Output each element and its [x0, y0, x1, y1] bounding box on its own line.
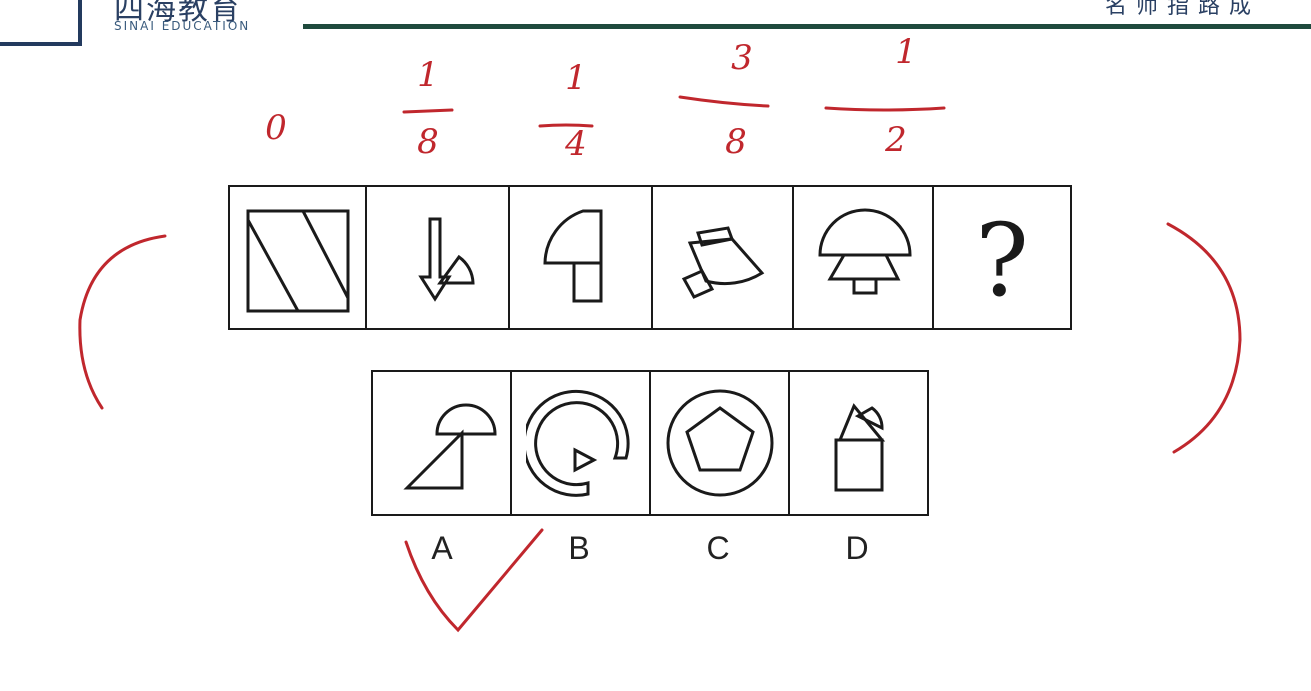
- fraction-bar-cell2: [402, 108, 454, 114]
- option-d-square-and-sector: [834, 403, 885, 492]
- figure-cell-6-unknown: ?: [934, 187, 1070, 328]
- option-c-circle-and-pentagon: [666, 389, 773, 497]
- option-b-ring-arc-and-triangle: [525, 389, 630, 497]
- option-label-b: B: [568, 530, 590, 566]
- option-label-a: A: [431, 530, 453, 566]
- option-a-triangle-and-semicircle: [402, 403, 497, 490]
- annotation-cell3-denominator: 4: [565, 124, 587, 164]
- answer-option-strip: [371, 370, 929, 516]
- figure-1-square-with-diagonals: [246, 209, 349, 312]
- option-c[interactable]: [651, 372, 790, 514]
- fraction-bar-cell3: [538, 123, 594, 128]
- logo-text-cn: 四海教育: [114, 0, 242, 27]
- figure-cell-4: [653, 187, 794, 328]
- figure-2-arrow-and-sector: [417, 217, 475, 302]
- option-d[interactable]: [790, 372, 927, 514]
- annotation-cell4-numerator: 3: [731, 38, 753, 78]
- figure-cell-1: [230, 187, 367, 328]
- annotation-cell2-denominator: 8: [417, 122, 439, 162]
- option-b[interactable]: [512, 372, 651, 514]
- header-slogan: 名师指路成: [1105, 0, 1261, 19]
- annotation-cell2-numerator: 1: [417, 55, 439, 95]
- logo-mark: [0, 0, 82, 46]
- annotation-cell1: 0: [265, 108, 287, 148]
- right-bracket-mark: [1166, 222, 1242, 454]
- figure-cell-3: [510, 187, 653, 328]
- figure-cell-2: [367, 187, 510, 328]
- checkmark-on-option-a: [404, 528, 544, 633]
- option-a[interactable]: [373, 372, 512, 514]
- fraction-bar-cell4: [678, 95, 770, 108]
- figure-cell-5: [794, 187, 934, 328]
- figure-3-quarter-circle-and-square: [542, 209, 602, 302]
- logo-text-en: SINAI EDUCATION: [114, 19, 251, 33]
- annotation-cell5-numerator: 1: [895, 32, 917, 72]
- option-label-c: C: [706, 530, 730, 566]
- figure-4-rotated-sector-group: [681, 225, 764, 299]
- question-mark-icon: ?: [975, 203, 1029, 313]
- fraction-bar-cell5: [824, 106, 946, 112]
- annotation-cell3-numerator: 1: [565, 58, 587, 98]
- question-mark-text: ?: [975, 203, 1029, 313]
- question-figure-strip: ?: [228, 185, 1072, 330]
- option-label-d: D: [845, 530, 869, 566]
- header-divider: [303, 24, 1311, 29]
- annotation-cell5-denominator: 2: [885, 120, 907, 160]
- figure-5-semicircle-trapezoid: [818, 208, 912, 294]
- left-bracket-mark: [78, 234, 167, 410]
- annotation-cell4-denominator: 8: [725, 122, 747, 162]
